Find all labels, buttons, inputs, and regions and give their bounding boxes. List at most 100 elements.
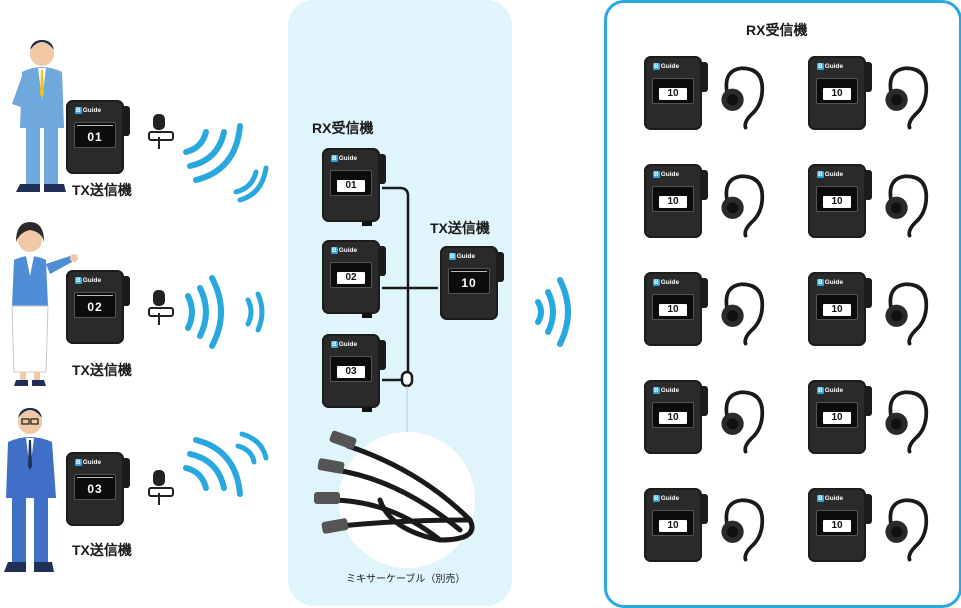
earpiece-icon [885, 66, 929, 130]
presenter-2-icon [11, 222, 78, 386]
brand-mark: B [653, 171, 660, 178]
brand-mark: B [653, 495, 660, 502]
channel-number: 01 [87, 130, 103, 144]
channel-number: 03 [337, 366, 365, 378]
earpiece-icon [721, 498, 765, 562]
brand-name: Guide [660, 495, 680, 502]
tx-label-2: TX送信機 [72, 362, 132, 378]
channel-number: 01 [337, 180, 365, 192]
channel-number: 10 [823, 304, 851, 316]
channel-number: 02 [337, 272, 365, 284]
brand-mark: B [817, 495, 824, 502]
tx-label-1: TX送信機 [72, 182, 132, 198]
channel-number: 10 [823, 412, 851, 424]
channel-number: 10 [659, 412, 687, 424]
lapel-mic-icon [148, 470, 174, 506]
channel-number: 03 [87, 482, 103, 496]
brand-mark: B [653, 387, 660, 394]
lapel-mic-icon [148, 290, 174, 326]
brand-mark: B [75, 277, 82, 284]
brand-mark: B [331, 155, 338, 162]
earpiece-icon [721, 282, 765, 346]
wave-icon-1 [183, 123, 269, 203]
brand-name: Guide [660, 279, 680, 286]
earpiece-icon [721, 66, 765, 130]
brand-name: Guide [338, 341, 358, 348]
brand-name: Guide [338, 155, 358, 162]
channel-number: 10 [659, 520, 687, 532]
mixer-cable-lines [382, 186, 438, 388]
brand-name: Guide [660, 387, 680, 394]
presenter-1-icon [12, 40, 66, 192]
brand-name: Guide [824, 63, 844, 70]
channel-number: 10 [659, 196, 687, 208]
earpiece-icon [721, 174, 765, 238]
channel-number: 10 [823, 196, 851, 208]
brand-name: Guide [338, 247, 358, 254]
wave-icon-3 [183, 431, 269, 497]
brand-name: Guide [82, 107, 102, 114]
channel-number: 10 [823, 520, 851, 532]
lapel-mic-icon [148, 114, 174, 150]
brand-name: Guide [82, 277, 102, 284]
cable-callout-circle [339, 432, 475, 568]
brand-name: Guide [456, 253, 476, 260]
brand-mark: B [653, 63, 660, 70]
middle-tx-label: TX送信機 [430, 220, 490, 236]
middle-rx-label: RX受信機 [312, 120, 374, 136]
brand-name: Guide [824, 387, 844, 394]
brand-mark: B [75, 459, 82, 466]
brand-name: Guide [82, 459, 102, 466]
brand-mark: B [817, 387, 824, 394]
channel-number: 10 [823, 88, 851, 100]
channel-number: 10 [461, 276, 477, 290]
presenter-3-icon [4, 408, 56, 572]
tx-label-3: TX送信機 [72, 542, 132, 558]
brand-mark: B [653, 279, 660, 286]
earpiece-icon [885, 282, 929, 346]
brand-mark: B [449, 253, 456, 260]
brand-mark: B [331, 247, 338, 254]
earpiece-icon [885, 390, 929, 454]
brand-name: Guide [824, 171, 844, 178]
brand-mark: B [75, 107, 82, 114]
mixer-cable-icon [327, 443, 475, 543]
brand-mark: B [817, 171, 824, 178]
wave-icon-2 [185, 275, 265, 349]
channel-number: 02 [87, 300, 103, 314]
earpiece-icon [885, 174, 929, 238]
brand-mark: B [817, 279, 824, 286]
brand-name: Guide [824, 495, 844, 502]
channel-number: 10 [659, 88, 687, 100]
brand-mark: B [331, 341, 338, 348]
brand-name: Guide [660, 63, 680, 70]
cable-label: ミキサーケーブル（別売） [346, 574, 466, 585]
brand-name: Guide [824, 279, 844, 286]
brand-name: Guide [660, 171, 680, 178]
channel-number: 10 [659, 304, 687, 316]
earpiece-icon [885, 498, 929, 562]
cable-plugs [314, 430, 357, 534]
brand-mark: B [817, 63, 824, 70]
wave-icon-4 [535, 277, 571, 347]
right-rx-title: RX受信機 [746, 22, 808, 38]
earpiece-icon [721, 390, 765, 454]
